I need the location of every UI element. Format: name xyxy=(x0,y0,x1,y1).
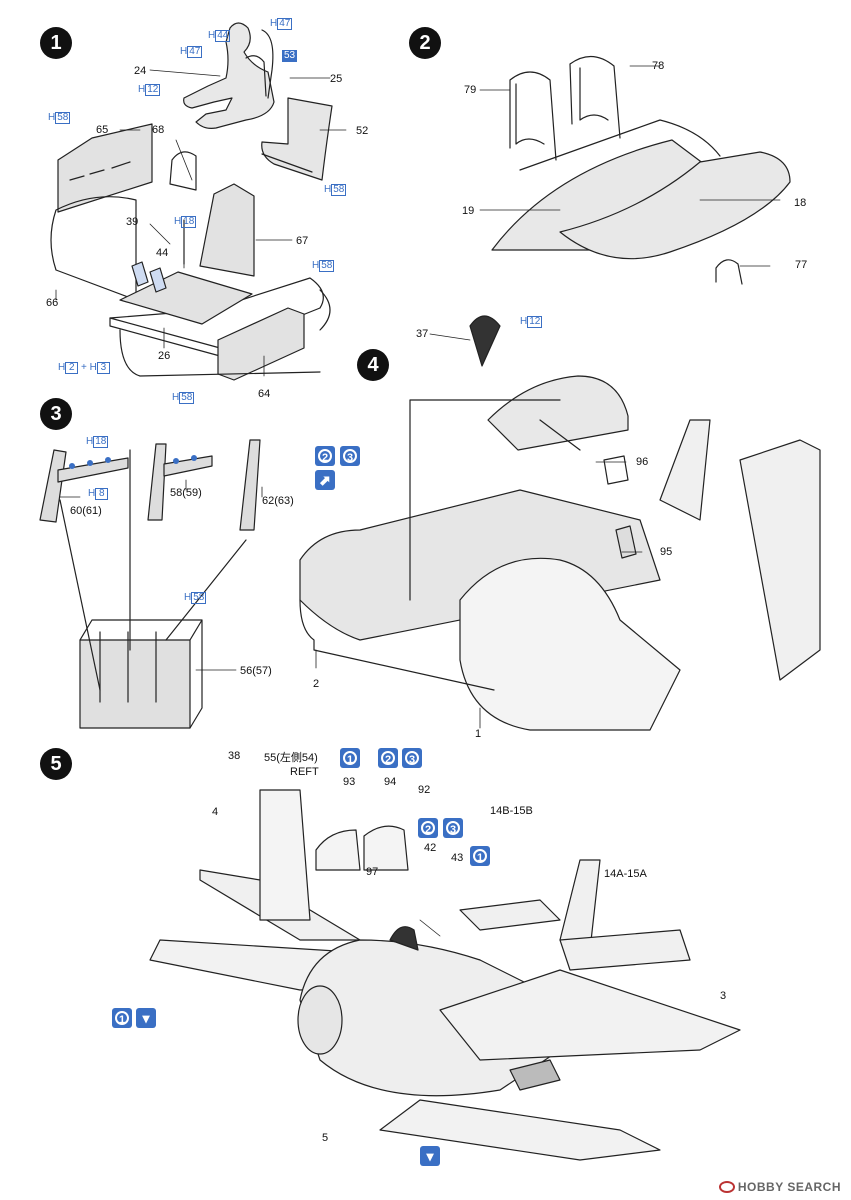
decal-badge: 1 xyxy=(340,748,360,768)
part-number: 5 xyxy=(322,1132,329,1144)
step-4-marker: 4 xyxy=(357,349,389,381)
part-number: 79 xyxy=(464,84,477,96)
decal-badge: 1 xyxy=(112,1008,132,1028)
part-number: 96 xyxy=(636,456,649,468)
part-number: 39 xyxy=(126,216,139,228)
part-number: 97 xyxy=(366,866,379,878)
part-number: 93 xyxy=(343,776,356,788)
part-number: 68 xyxy=(152,124,165,136)
part-number: 19 xyxy=(462,205,475,217)
part-number: 37 xyxy=(416,328,429,340)
part-number: 24 xyxy=(134,65,147,77)
part-number: 26 xyxy=(158,350,171,362)
part-number: 14B-15B xyxy=(490,805,533,817)
step-1-marker: 1 xyxy=(40,27,72,59)
step3-guns xyxy=(39,439,261,531)
step5-aircraft xyxy=(149,789,741,1161)
decal-number: 53 xyxy=(282,50,298,62)
step4-fuselage xyxy=(299,315,821,731)
part-number: 2 xyxy=(313,678,320,690)
part-number: 64 xyxy=(258,388,271,400)
part-number: 14A-15A xyxy=(604,868,647,880)
decal-badge: 3 xyxy=(443,818,463,838)
part-number: 52 xyxy=(356,125,369,137)
decal-badge: 2 xyxy=(378,748,398,768)
part-number: 94 xyxy=(384,776,397,788)
part-number: 62(63) xyxy=(262,495,294,507)
step-5-marker: 5 xyxy=(40,748,72,780)
part-number: 77 xyxy=(795,259,808,271)
part-number: 25 xyxy=(330,73,343,85)
decal-badge: 2 xyxy=(315,446,335,466)
gun-decal-badge: ▾ xyxy=(136,1008,156,1028)
step1-seat-52 xyxy=(261,97,333,181)
part-number: 38 xyxy=(228,750,241,762)
part-number: 18 xyxy=(794,197,807,209)
part-number: 4 xyxy=(212,806,219,818)
decal-badge: 1 xyxy=(470,846,490,866)
part-number: 56(57) xyxy=(240,665,272,677)
part-number: 65 xyxy=(96,124,109,136)
part-number: 42 xyxy=(424,842,437,854)
decal-badge: 3 xyxy=(340,446,360,466)
step1-pilot-figure xyxy=(183,22,275,129)
part-number: 43 xyxy=(451,852,464,864)
leader-lines xyxy=(55,65,781,937)
step2-canopy xyxy=(491,55,791,285)
part-number: 95 xyxy=(660,546,673,558)
part-number: 1 xyxy=(475,728,482,740)
part-label: REFT xyxy=(290,766,319,778)
part-number: 60(61) xyxy=(70,505,102,517)
part-number: 78 xyxy=(652,60,665,72)
part-number: 3 xyxy=(720,990,727,1002)
part-number: 67 xyxy=(296,235,309,247)
decal-badge: 2 xyxy=(418,818,438,838)
watermark: HOBBY SEARCH xyxy=(718,1180,841,1194)
gun-decal-badge: ▾ xyxy=(420,1146,440,1166)
hobbysearch-logo-icon xyxy=(718,1181,735,1193)
step1-cockpit-parts xyxy=(50,123,331,381)
decal-badge: 3 xyxy=(402,748,422,768)
part-number: 92 xyxy=(418,784,431,796)
part-number: 55(左側54) xyxy=(264,752,318,764)
step-2-marker: 2 xyxy=(409,27,441,59)
part-number: 66 xyxy=(46,297,59,309)
decal-direction-badge: ⬈ xyxy=(315,470,335,490)
step-3-marker: 3 xyxy=(40,398,72,430)
step3-gun-bay xyxy=(59,449,247,729)
part-number: 58(59) xyxy=(170,487,202,499)
part-number: 44 xyxy=(156,247,169,259)
